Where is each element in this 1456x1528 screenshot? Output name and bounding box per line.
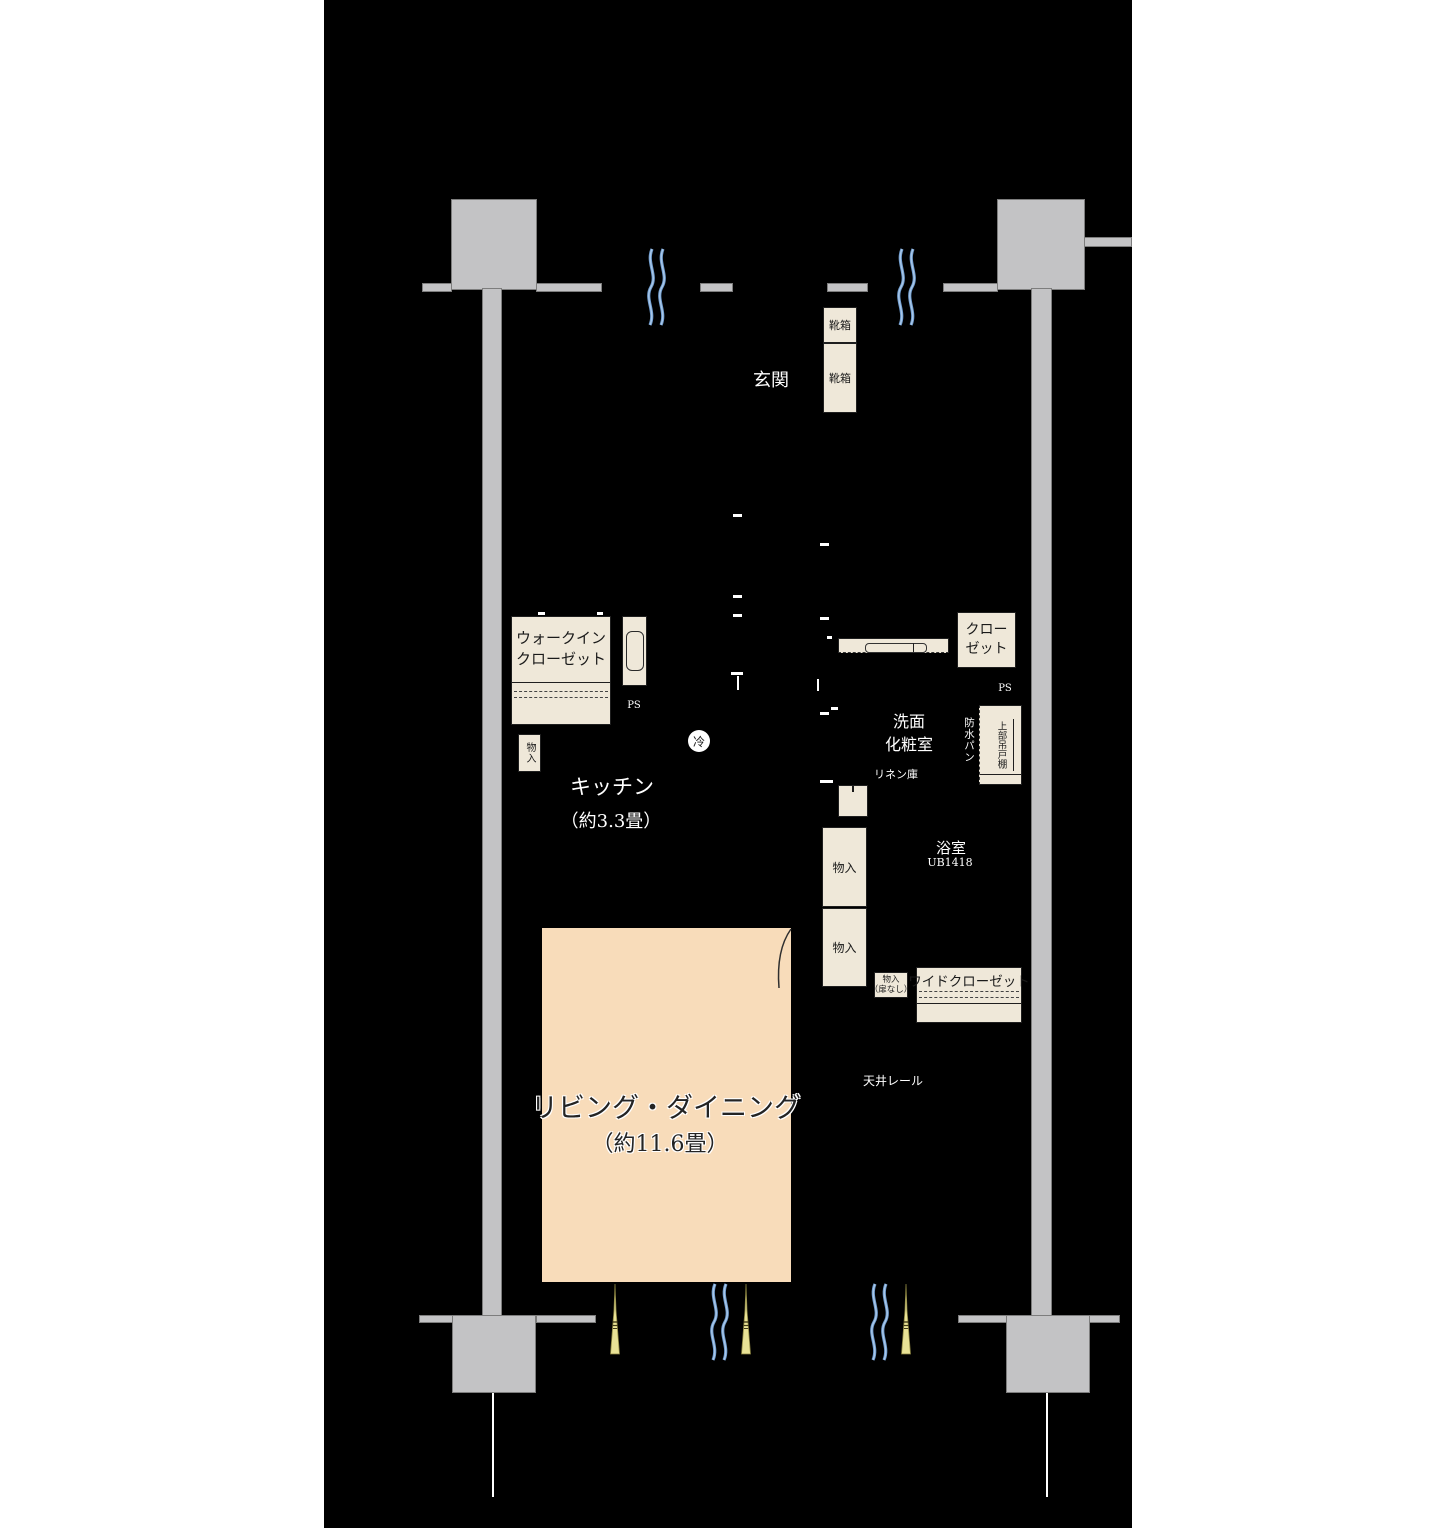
door-opening-tick [737, 676, 739, 690]
wall-stub-bottom-3 [958, 1315, 1007, 1323]
window-wave-icon [870, 1283, 889, 1361]
shoe-box-bottom: 靴箱 [823, 343, 857, 413]
living-dining-room [542, 928, 791, 1282]
living-dining-size-label: （約11.6畳） [591, 1132, 729, 1157]
pillar-axis-line-left [492, 1393, 494, 1497]
wall-right [1031, 288, 1052, 1316]
cabinet-bracket-line [1013, 719, 1014, 771]
bathroom-model-label: UB1418 [927, 856, 973, 869]
kitchen-size-label: （約3.3畳） [560, 811, 662, 832]
ps-duct-box [622, 616, 647, 686]
door-opening-tick [733, 595, 742, 598]
utility-box-tick [852, 786, 854, 792]
light-cone-icon [610, 1283, 620, 1355]
pillar-bottom-left [452, 1315, 536, 1393]
storage-hall-upper: 物入 [822, 827, 867, 907]
wall-stub-top-5 [943, 283, 998, 292]
wall-stub-top-1 [422, 283, 452, 292]
door-opening-tick [538, 612, 545, 615]
wall-left [482, 288, 502, 1316]
door-opening-tick [820, 543, 829, 546]
linen-cabinet-label: リネン庫 [874, 768, 918, 781]
refrigerator-label: 冷 [692, 734, 705, 749]
storage-hall-lower: 物入 [822, 908, 867, 987]
storage-no-door-label: 物入 （扉なし） [869, 975, 913, 995]
hanger-pipe-dashes [919, 991, 1019, 998]
refrigerator-icon: 冷 [688, 730, 710, 752]
door-opening-tick [731, 672, 743, 675]
window-wave-icon [897, 248, 916, 326]
washroom-label-line1: 洗面 [892, 712, 926, 731]
walk-in-closet: ウォークイン クローゼット [511, 616, 611, 725]
door-opening-tick [820, 780, 833, 783]
wall-stub-bottom-2 [536, 1315, 596, 1323]
door-opening-tick [597, 612, 603, 615]
storage-kitchen: 物入 [518, 734, 541, 772]
hanger-pipe-dashes [514, 691, 608, 698]
wide-closet-shelf-line [917, 1003, 1021, 1004]
sink-divider [913, 643, 914, 652]
wall-stub-top-3 [700, 283, 733, 292]
door-opening-tick [733, 514, 742, 517]
wide-closet: ワイドクローゼット [908, 967, 1030, 1023]
door-arc-icon [777, 928, 792, 989]
washroom-label-line2: 化粧室 [884, 735, 934, 754]
vanity-counter [838, 638, 949, 653]
kitchen-label: キッチン [570, 775, 654, 799]
pipe-symbol [626, 631, 644, 671]
window-wave-icon [710, 1283, 729, 1361]
wall-stub-top-2 [536, 283, 602, 292]
wall-stub-bottom-4 [1089, 1315, 1120, 1323]
door-opening-tick [817, 679, 819, 691]
living-dining-label: リビング・ダイニング [531, 1093, 801, 1124]
light-cone-icon [901, 1283, 911, 1355]
ps-washroom-label: PS [998, 683, 1012, 694]
closet-shelf-line [512, 682, 610, 683]
storage-no-door: 物入 （扉なし） [870, 972, 912, 998]
shoe-box-top: 靴箱 [823, 307, 857, 343]
door-opening-tick [831, 707, 838, 710]
closet-hall: クロー ゼット [957, 612, 1016, 668]
bathroom-label: 浴室 [935, 839, 967, 857]
ps-kitchen-label: PS [627, 700, 641, 711]
ceiling-rail-label: 天井レール [862, 1074, 924, 1088]
upper-hanging-cabinet: 上部吊戸棚 [979, 705, 1022, 785]
closet-hall-label: クロー ゼット [965, 622, 1008, 657]
sink-basin [865, 643, 927, 653]
pillar-top-right [997, 199, 1085, 290]
cabinet-bottom-line [980, 774, 1021, 775]
wide-closet-label: ワイドクローゼット [908, 974, 1030, 990]
walk-in-closet-label: ウォークイン クローゼット [515, 629, 607, 668]
wall-stub-top-4 [827, 283, 868, 292]
pillar-axis-line-right [1046, 1393, 1048, 1497]
door-opening-tick [827, 636, 832, 639]
utility-box [838, 785, 868, 817]
wall-stub-top-right-outer [1084, 237, 1132, 247]
door-opening-tick [820, 712, 829, 715]
door-opening-tick [820, 617, 829, 620]
pillar-top-left [451, 199, 537, 290]
wall-stub-bottom-1 [419, 1315, 453, 1323]
waterproof-pan-label: 防水パン [963, 717, 975, 763]
entrance-label: 玄関 [753, 370, 789, 391]
pillar-bottom-right [1006, 1315, 1090, 1393]
door-opening-tick [733, 614, 742, 617]
window-wave-icon [647, 248, 666, 326]
light-cone-icon [741, 1283, 751, 1355]
